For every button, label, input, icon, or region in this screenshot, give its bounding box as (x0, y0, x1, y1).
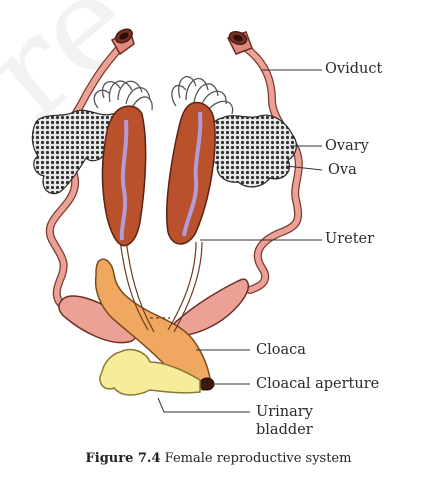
right-fat-bodies (171, 75, 234, 115)
label-urinary-bladder-line1: Urinary (256, 404, 313, 420)
right-kidney-vein (182, 111, 203, 237)
ureters (119, 239, 203, 333)
left-ovisac (58, 295, 137, 344)
left-oviduct-funnel (110, 28, 135, 56)
label-ovary: Ovary (325, 138, 369, 154)
leader-ova (285, 165, 323, 171)
label-cloaca: Cloaca (256, 342, 306, 358)
label-cloacal-aperture: Cloacal aperture (256, 376, 380, 392)
label-urinary-bladder-line2: bladder (256, 422, 313, 438)
label-ova: Ova (328, 162, 357, 178)
left-fat-bodies (93, 80, 153, 111)
leader-urinary-bladder (157, 397, 165, 413)
left-kidney-vein (119, 119, 129, 241)
label-ureter: Ureter (325, 231, 375, 247)
right-oviduct (242, 44, 303, 294)
right-oviduct-funnel (226, 30, 253, 55)
caption-text: Female reproductive system (164, 451, 352, 466)
figure-caption: Figure 7.4 Female reproductive system (0, 451, 437, 466)
left-ovary (31, 109, 124, 195)
label-oviduct: Oviduct (325, 61, 383, 77)
caption-number: Figure 7.4 (85, 451, 161, 466)
urinary-bladder (99, 348, 201, 396)
leader-lines (157, 69, 323, 413)
right-kidney (165, 101, 216, 245)
right-ovary (208, 114, 297, 188)
left-oviduct (45, 41, 126, 312)
cloacal-aperture-opening (199, 377, 215, 391)
right-ovisac (170, 278, 250, 337)
